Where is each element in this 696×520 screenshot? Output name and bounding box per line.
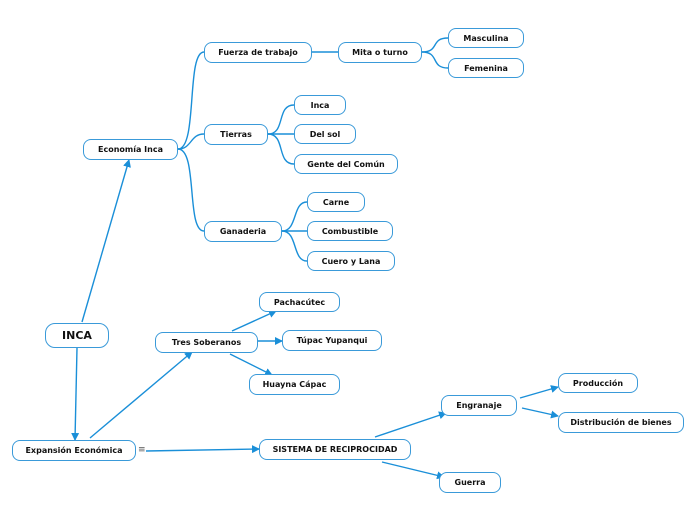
node-carne[interactable]: Carne (307, 192, 365, 212)
node-expansion-economica[interactable]: Expansión Económica (12, 440, 136, 461)
node-engranaje[interactable]: Engranaje (441, 395, 517, 416)
link-engranaje-produccion (519, 385, 559, 399)
node-tres-soberanos[interactable]: Tres Soberanos (155, 332, 258, 353)
link-tres-pachacutec (231, 310, 277, 332)
link-mita-masculina (421, 37, 449, 53)
link-sistema-engranaje (374, 411, 447, 438)
link-expansion-tres (89, 351, 193, 439)
node-tupac-yupanqui[interactable]: Túpac Yupanqui (282, 330, 382, 351)
node-huayna-capac[interactable]: Huayna Cápac (249, 374, 340, 395)
link-inca-expansion (71, 347, 80, 441)
link-tierras-inca (267, 104, 295, 135)
link-economia-ganaderia (177, 148, 205, 232)
node-femenina[interactable]: Femenina (448, 58, 524, 78)
link-inca-economia (81, 159, 131, 323)
node-guerra[interactable]: Guerra (439, 472, 501, 493)
link-mita-femenina (421, 51, 449, 69)
node-sistema-de-reciprocidad[interactable]: SISTEMA DE RECIPROCIDAD (259, 439, 411, 460)
link-ganaderia-carne (281, 201, 308, 232)
node-pachacutec[interactable]: Pachacútec (259, 292, 340, 312)
node-tierra-inca[interactable]: Inca (294, 95, 346, 115)
link-engranaje-distribucion (521, 407, 559, 419)
notes-icon[interactable]: ≡ (138, 445, 146, 455)
link-economia-fuerza (177, 51, 205, 150)
node-gente-del-comun[interactable]: Gente del Común (294, 154, 398, 174)
node-del-sol[interactable]: Del sol (294, 124, 356, 144)
node-combustible[interactable]: Combustible (307, 221, 393, 241)
node-tierras[interactable]: Tierras (204, 124, 268, 145)
node-masculina[interactable]: Masculina (448, 28, 524, 48)
link-tierras-gente (267, 133, 295, 165)
node-mita-o-turno[interactable]: Mita o turno (338, 42, 422, 63)
node-cuero-y-lana[interactable]: Cuero y Lana (307, 251, 395, 271)
node-produccion[interactable]: Producción (558, 373, 638, 393)
link-sistema-guerra (381, 461, 445, 480)
link-expansion-sistema (145, 445, 260, 454)
node-inca[interactable]: INCA (45, 323, 109, 348)
node-distribucion-de-bienes[interactable]: Distribución de bienes (558, 412, 684, 433)
node-economia-inca[interactable]: Economía Inca (83, 139, 178, 160)
node-fuerza-de-trabajo[interactable]: Fuerza de trabajo (204, 42, 312, 63)
link-tres-huayna (229, 353, 273, 376)
link-ganaderia-cuero (281, 230, 308, 262)
node-ganaderia[interactable]: Ganaderia (204, 221, 282, 242)
link-economia-tierras (177, 133, 205, 150)
